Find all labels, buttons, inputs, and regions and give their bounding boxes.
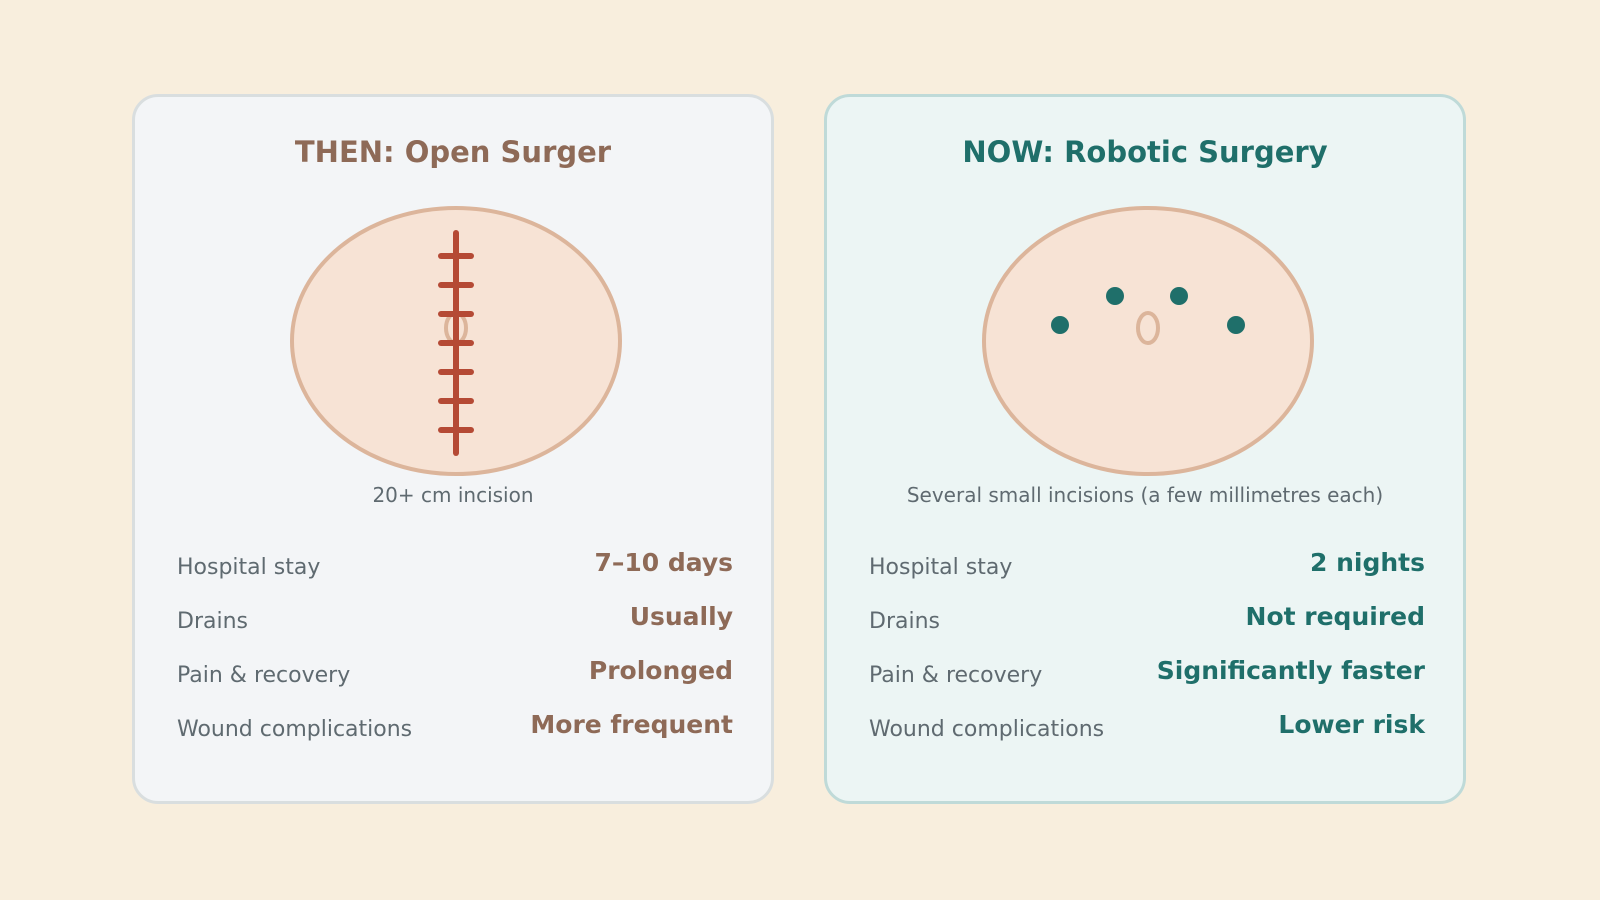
- stat-row-hospital-stay: Hospital stay 2 nights: [869, 537, 1425, 591]
- stat-row-wound-complications: Wound complications Lower risk: [869, 699, 1425, 753]
- stat-row-hospital-stay: Hospital stay 7–10 days: [177, 537, 733, 591]
- stat-value: Usually: [629, 601, 733, 631]
- stat-value: 7–10 days: [594, 547, 733, 577]
- stat-label: Drains: [869, 608, 940, 634]
- robotic-surgery-card: NOW: Robotic Surgery Several small incis…: [824, 94, 1466, 804]
- stat-value: 2 nights: [1310, 547, 1425, 577]
- robotic-surgery-stats: Hospital stay 2 nights Drains Not requir…: [869, 537, 1425, 753]
- open-incision-abdomen-illustration: [290, 206, 622, 476]
- robotic-surgery-title: NOW: Robotic Surgery: [962, 135, 1328, 169]
- port-incision: [1170, 287, 1188, 305]
- stat-row-pain-recovery: Pain & recovery Prolonged: [177, 645, 733, 699]
- open-surgery-card: THEN: Open Surger 20+ cm incision Hospit…: [132, 94, 774, 804]
- stat-label: Drains: [177, 608, 248, 634]
- stat-label: Hospital stay: [177, 554, 321, 580]
- stat-value: Significantly faster: [1156, 655, 1425, 685]
- robotic-incisions-abdomen-illustration: [982, 206, 1314, 476]
- open-surgery-caption: 20+ cm incision: [372, 483, 534, 507]
- stat-value: Prolonged: [588, 655, 733, 685]
- stat-row-drains: Drains Usually: [177, 591, 733, 645]
- robotic-surgery-caption: Several small incisions (a few millimetr…: [906, 483, 1384, 507]
- stat-label: Pain & recovery: [177, 662, 351, 688]
- long-incision: [438, 230, 474, 456]
- port-incision: [1106, 287, 1124, 305]
- stat-label: Pain & recovery: [869, 662, 1043, 688]
- port-incision: [1051, 316, 1069, 334]
- stat-label: Wound complications: [869, 716, 1105, 742]
- stat-label: Hospital stay: [869, 554, 1013, 580]
- stat-row-pain-recovery: Pain & recovery Significantly faster: [869, 645, 1425, 699]
- open-surgery-stats: Hospital stay 7–10 days Drains Usually P…: [177, 537, 733, 753]
- stat-value: Not required: [1245, 601, 1425, 631]
- stat-label: Wound complications: [177, 716, 413, 742]
- port-incisions: [1051, 287, 1245, 334]
- stat-value: More frequent: [530, 709, 733, 739]
- stat-value: Lower risk: [1278, 709, 1425, 739]
- open-surgery-title: THEN: Open Surger: [294, 135, 612, 169]
- navel: [1136, 311, 1160, 345]
- port-incision: [1227, 316, 1245, 334]
- stat-row-drains: Drains Not required: [869, 591, 1425, 645]
- stat-row-wound-complications: Wound complications More frequent: [177, 699, 733, 753]
